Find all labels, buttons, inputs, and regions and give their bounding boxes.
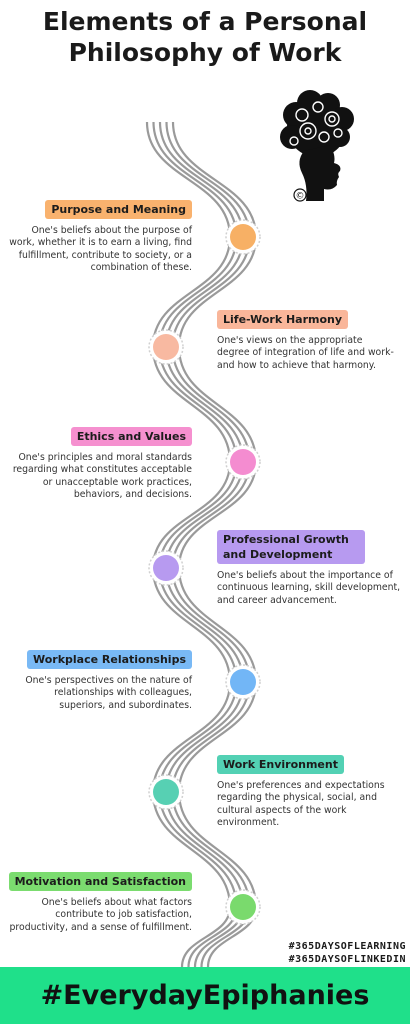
growth-tag: Professional Growth and Development [217, 530, 365, 564]
hashtags: #365DAYSOFLEARNING #365DAYSOFLINKEDIN [289, 940, 406, 966]
milestone-dot-harmony [153, 334, 179, 360]
relationships-tag: Workplace Relationships [26, 650, 192, 669]
banner-hashtag: #EverydayEpiphanies [40, 980, 370, 1011]
milestone-dot-purpose [230, 224, 256, 250]
relationships-description: One's perspectives on the nature of rela… [25, 675, 192, 711]
section-ethics: Ethics and Values One's principles and m… [7, 425, 192, 502]
section-environment: Work Environment One's preferences and e… [217, 753, 397, 830]
ethics-description: One's principles and moral standards reg… [12, 452, 192, 501]
svg-text:©: © [296, 192, 305, 202]
banner: #EverydayEpiphanies [0, 967, 410, 1024]
milestone-dot-relationships [230, 669, 256, 695]
milestone-dot-environment [153, 779, 179, 805]
purpose-tag: Purpose and Meaning [45, 200, 192, 219]
harmony-tag: Life-Work Harmony [217, 310, 349, 329]
page-title: Elements of a Personal Philosophy of Wor… [0, 6, 410, 68]
section-purpose: Purpose and Meaning One's beliefs about … [7, 198, 192, 275]
milestone-dot-motivation [230, 894, 256, 920]
road-line [171, 121, 258, 967]
motivation-description: One's beliefs about what factors contrib… [9, 897, 192, 933]
section-motivation: Motivation and Satisfaction One's belief… [7, 870, 192, 934]
section-growth: Professional Growth and Development One'… [217, 530, 402, 607]
section-harmony: Life-Work Harmony One's views on the app… [217, 308, 397, 372]
title-line-2: Philosophy of Work [68, 38, 342, 67]
section-relationships: Workplace Relationships One's perspectiv… [7, 648, 192, 712]
growth-description: One's beliefs about the importance of co… [217, 570, 401, 606]
milestone-dot-growth [153, 555, 179, 581]
copyright-icon [293, 188, 307, 202]
environment-description: One's preferences and expectations regar… [217, 780, 385, 829]
winding-road [145, 121, 261, 967]
hashtag-linkedin: #365DAYSOFLINKEDIN [288, 954, 406, 965]
purpose-description: One's beliefs about the purpose of work,… [9, 225, 192, 274]
title-line-1: Elements of a Personal [42, 7, 368, 36]
gear-head-icon: © [280, 90, 354, 202]
motivation-tag: Motivation and Satisfaction [8, 872, 192, 891]
harmony-description: One's views on the appropriate degree of… [217, 335, 394, 371]
hashtag-learning: #365DAYSOFLEARNING [288, 941, 406, 952]
milestone-dot-ethics [230, 449, 256, 475]
environment-tag: Work Environment [217, 755, 344, 774]
ethics-tag: Ethics and Values [70, 427, 192, 446]
